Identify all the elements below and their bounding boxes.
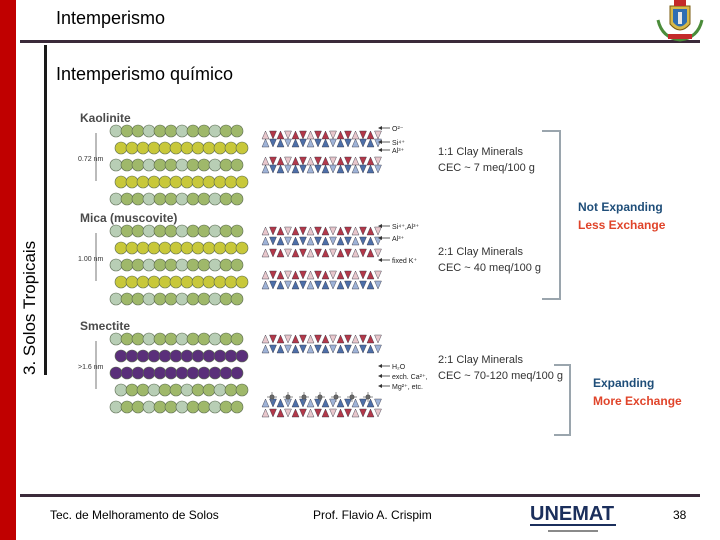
unemat-logo-text: UNEMAT <box>530 503 614 525</box>
structure-1 <box>262 227 382 289</box>
header-divider <box>20 40 700 43</box>
ion-label-2-0: H₂O <box>392 364 406 371</box>
page-number: 38 <box>673 508 686 522</box>
ion-label-0-1: Si⁴⁺ <box>392 140 405 147</box>
mineral-type-2: 2:1 Clay Minerals <box>438 354 523 366</box>
layer-spacing-2: >1.6 nm <box>78 364 104 371</box>
lattice-2 <box>110 333 248 413</box>
mineral-type-0: 1:1 Clay Minerals <box>438 146 523 158</box>
group-top-line1: Not Expanding <box>578 200 663 214</box>
ion-label-1-0: Si⁴⁺,Al³⁺ <box>392 224 419 231</box>
ion-label-2-2: Mg²⁺, etc. <box>392 384 423 391</box>
group-bottom-line2: More Exchange <box>593 394 682 408</box>
ion-label-0-2: Al³⁺ <box>392 148 405 155</box>
group-top-line2: Less Exchange <box>578 218 666 232</box>
section-title-0: Kaolinite <box>80 111 131 125</box>
mineral-cec-1: CEC ~ 40 meq/100 g <box>438 262 541 274</box>
footer-divider <box>20 494 700 497</box>
section-title-1: Mica (muscovite) <box>80 211 177 225</box>
mineral-cec-0: CEC ~ 7 meq/100 g <box>438 162 535 174</box>
structure-2 <box>262 335 382 417</box>
ion-label-1-2: fixed K⁺ <box>392 258 417 265</box>
ion-label-1-1: Al³⁺ <box>392 236 405 243</box>
layer-spacing-0: 0.72 nm <box>78 156 103 163</box>
ion-label-2-1: exch. Ca²⁺, <box>392 374 428 381</box>
university-crest-icon <box>652 0 708 44</box>
mineral-type-1: 2:1 Clay Minerals <box>438 246 523 258</box>
bracket-top <box>542 131 560 299</box>
unemat-logo: UNEMAT <box>528 500 618 536</box>
section-title-2: Smectite <box>80 319 130 333</box>
group-bottom-line1: Expanding <box>593 376 654 390</box>
page-title: Intemperismo <box>56 8 165 29</box>
vertical-divider <box>44 45 47 375</box>
layer-spacing-1: 1.00 nm <box>78 256 103 263</box>
footer-professor: Prof. Flavio A. Crispim <box>313 508 432 522</box>
ion-label-0-0: O²⁻ <box>392 126 404 133</box>
footer-course: Tec. de Melhoramento de Solos <box>50 508 219 522</box>
lattice-0 <box>110 125 248 205</box>
slide-subtitle: Intemperismo químico <box>56 64 233 85</box>
mineral-cec-2: CEC ~ 70-120 meq/100 g <box>438 370 563 382</box>
lattice-1 <box>110 225 248 305</box>
structure-0 <box>262 131 382 173</box>
side-accent-bar <box>0 0 16 540</box>
